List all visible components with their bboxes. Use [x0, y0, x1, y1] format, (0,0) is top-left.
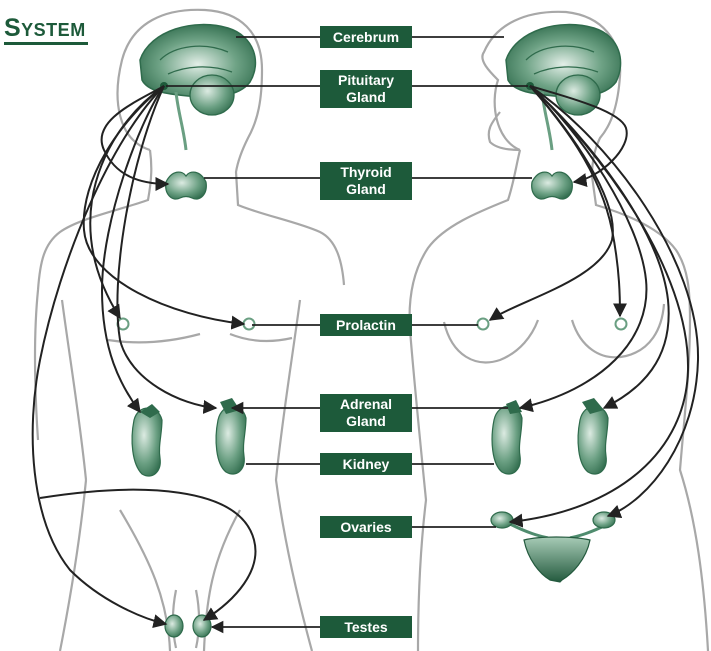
male-kidney-left: [216, 398, 246, 474]
label-cerebrum: Cerebrum: [320, 26, 412, 48]
label-pituitary-gland: Pituitary Gland: [320, 70, 412, 108]
male-nipple-left: [244, 319, 255, 330]
label-thyroid-gland: Thyroid Gland: [320, 162, 412, 200]
female-thyroid: [532, 172, 573, 199]
label-thyroid-line1: Thyroid: [340, 164, 391, 181]
label-prolactin: Prolactin: [320, 314, 412, 336]
female-nipple-left: [616, 319, 627, 330]
label-adrenal-line1: Adrenal: [340, 396, 392, 413]
label-prolactin-text: Prolactin: [336, 317, 396, 334]
label-testes: Testes: [320, 616, 412, 638]
label-adrenal-line2: Gland: [346, 413, 386, 430]
label-kidney-text: Kidney: [343, 456, 390, 473]
male-body-outline: [35, 10, 344, 651]
female-nipple-right: [478, 319, 489, 330]
label-thyroid-line2: Gland: [346, 181, 386, 198]
male-kidney-right: [132, 404, 162, 476]
label-pituitary-line1: Pituitary: [338, 72, 394, 89]
label-ovaries-text: Ovaries: [340, 519, 391, 536]
label-kidney: Kidney: [320, 453, 412, 475]
male-thyroid: [166, 172, 207, 199]
label-pituitary-line2: Gland: [346, 89, 386, 106]
female-uterus-ovaries: [491, 512, 615, 582]
male-hormone-arrows: [33, 86, 256, 624]
male-brain: [140, 25, 255, 150]
female-kidney-right: [492, 400, 522, 474]
label-cerebrum-text: Cerebrum: [333, 29, 399, 46]
female-kidney-left: [578, 398, 608, 474]
male-testis-right: [165, 615, 183, 637]
label-adrenal-gland: Adrenal Gland: [320, 394, 412, 432]
label-ovaries: Ovaries: [320, 516, 412, 538]
female-brain: [506, 25, 621, 150]
label-testes-text: Testes: [344, 619, 387, 636]
